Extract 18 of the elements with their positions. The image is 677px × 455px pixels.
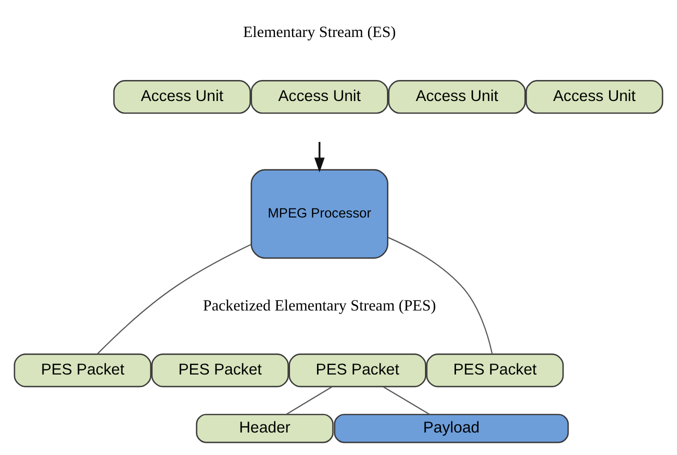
connector [286,386,332,415]
node-box: MPEG Processor [250,169,388,259]
node-box: Access Unit [526,80,664,114]
node-box: Access Unit [113,80,251,114]
node-box: PES Packet [151,354,289,388]
node-box: PES Packet [14,354,152,388]
label: Elementary Stream (ES) [243,24,396,41]
node-box: PES Packet [288,354,426,388]
connector [388,236,493,354]
connector [382,386,430,415]
label: Packetized Elementary Stream (PES) [203,297,436,314]
node-box: Access Unit [250,80,388,114]
node-box: Header [196,414,334,444]
node-box: PES Packet [426,354,564,388]
connector [96,244,252,354]
node-box: Payload [334,414,569,444]
node-box: Access Unit [388,80,526,114]
arrow [314,142,325,172]
